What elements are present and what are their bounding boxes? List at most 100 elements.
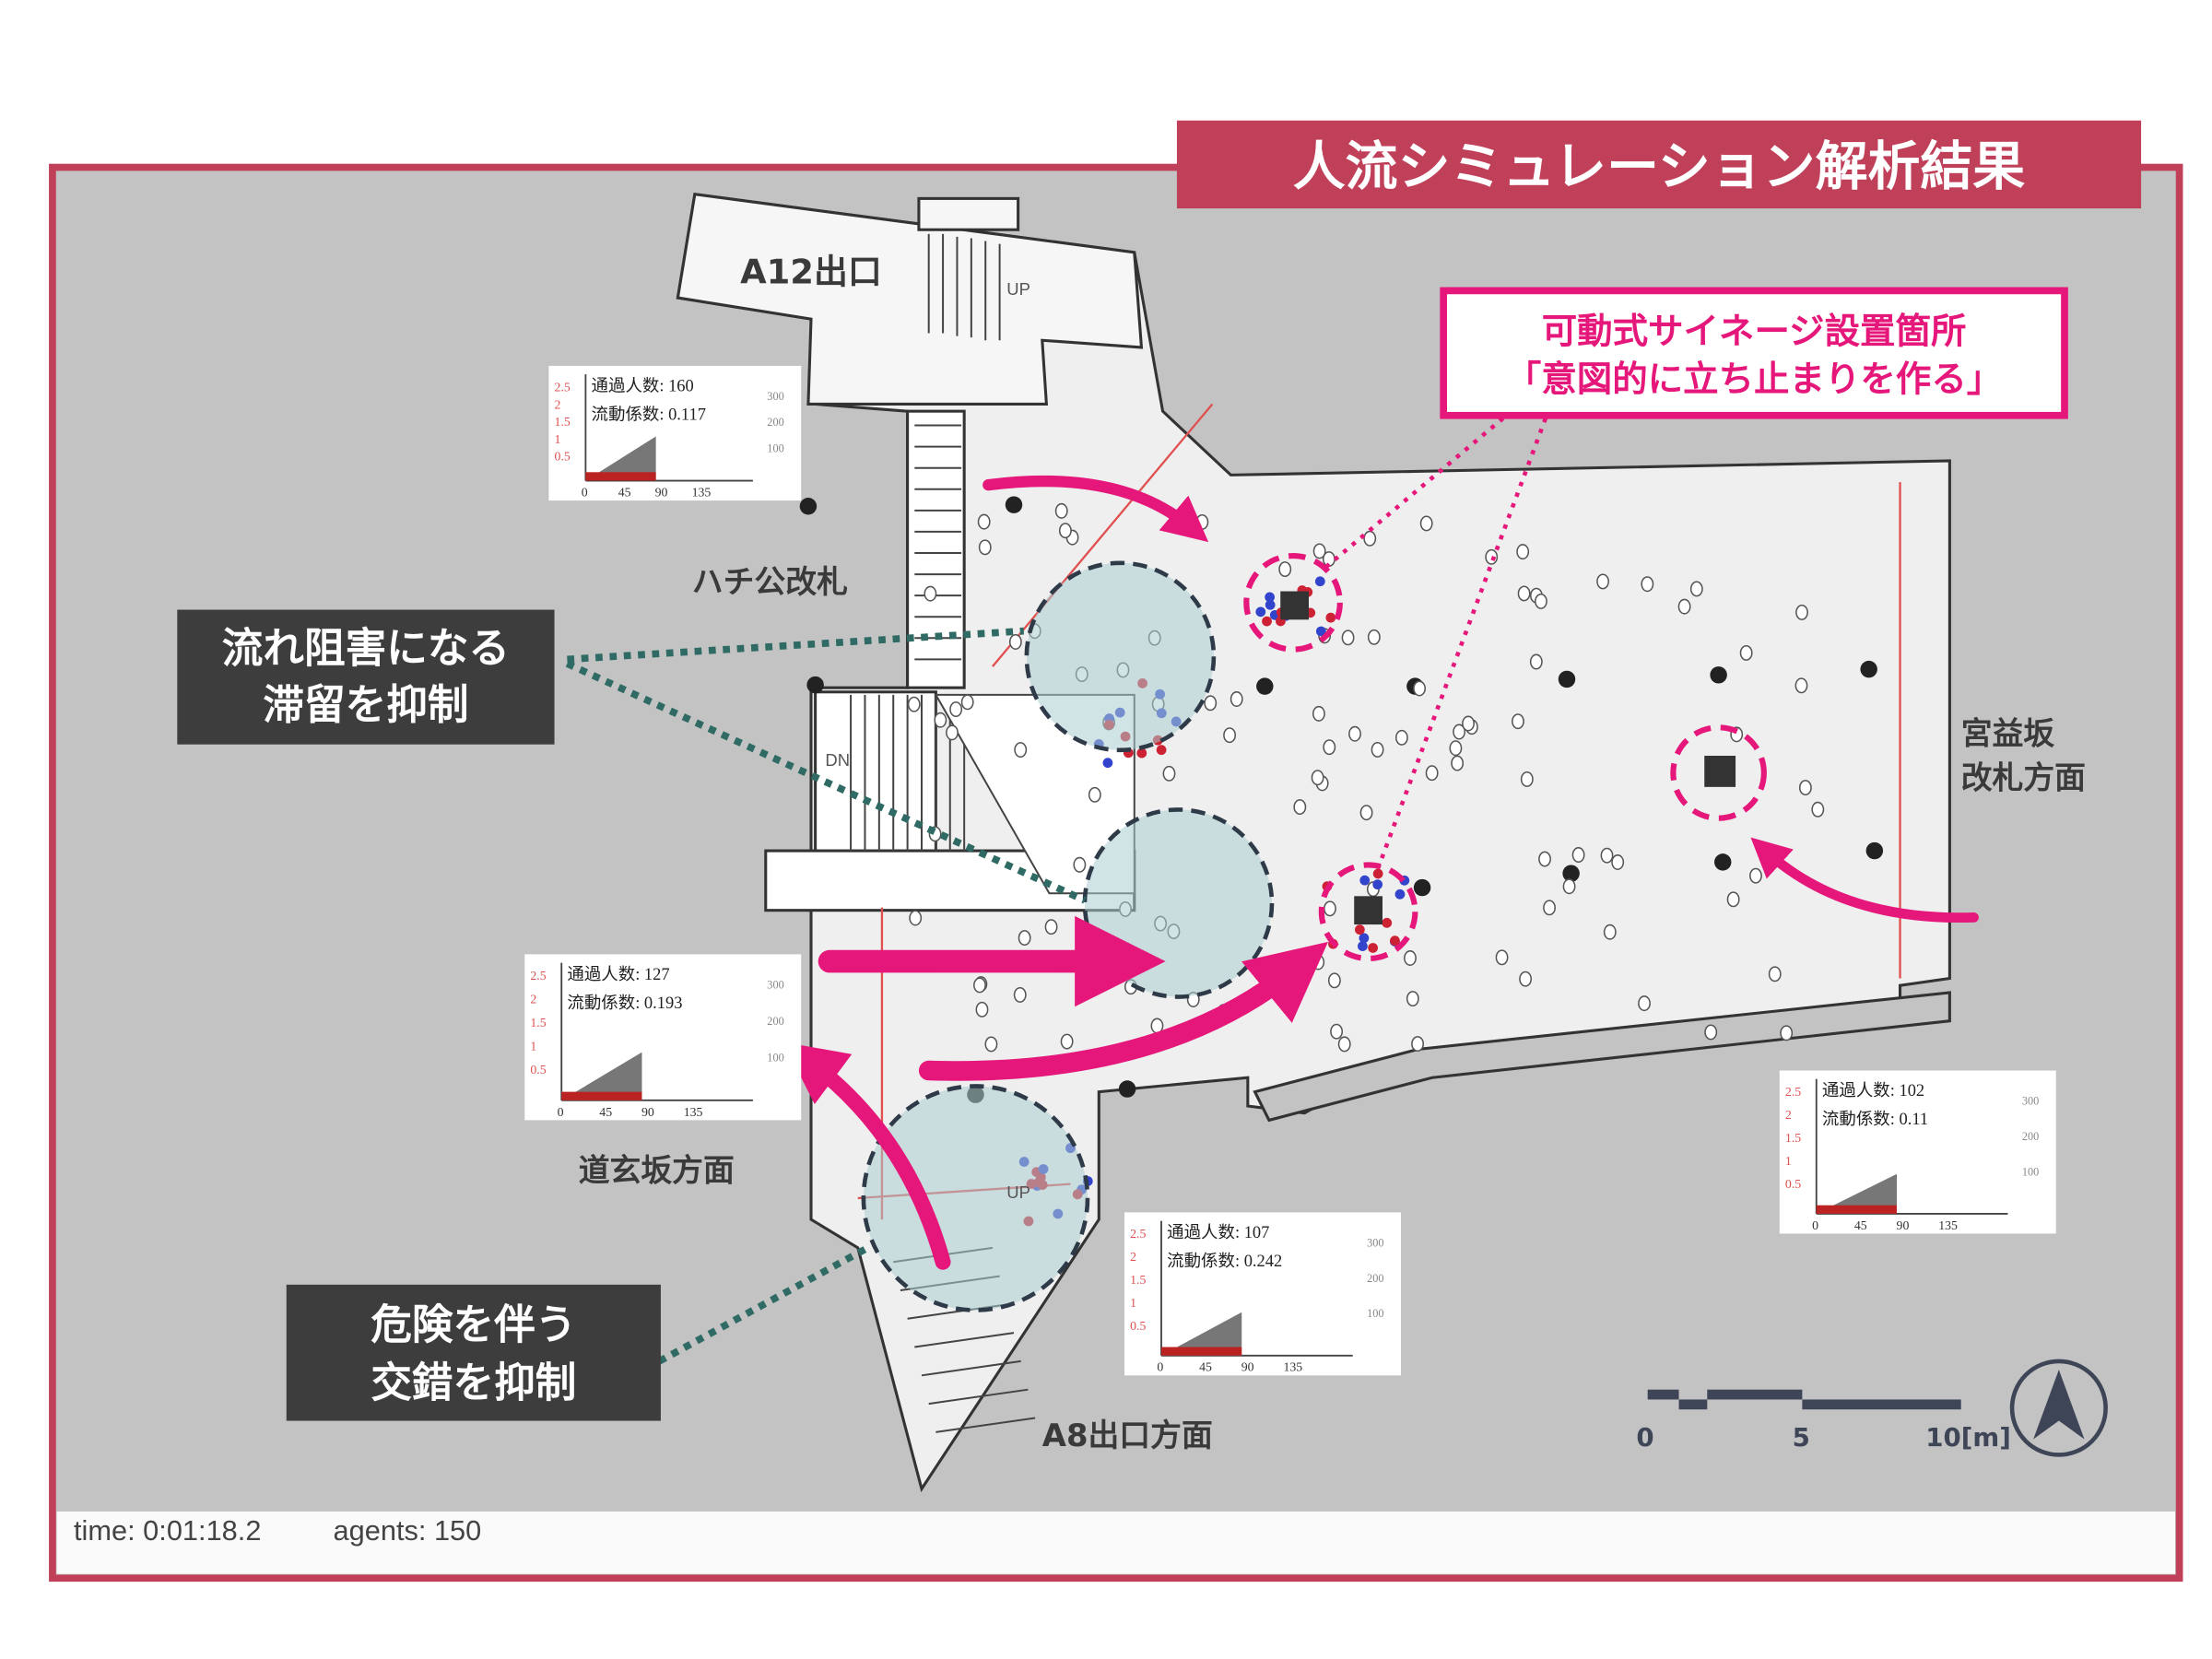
- agent: [1689, 581, 1703, 597]
- agent: [1278, 561, 1292, 578]
- mini-chart-x-tick: 135: [1283, 1360, 1302, 1374]
- agent: [1543, 900, 1556, 916]
- title-banner: 人流シミュレーション解析結果: [1176, 120, 2142, 209]
- callout-text: 流れ阻害になる: [222, 624, 510, 672]
- scale-tick: 10[m]: [1925, 1422, 2011, 1453]
- agent: [1798, 780, 1812, 796]
- pillar: [1256, 677, 1274, 695]
- mini-chart-area: [561, 1052, 642, 1100]
- place-label-a12: A12出口: [740, 253, 882, 292]
- mini-chart-x-tick: 45: [1199, 1360, 1212, 1374]
- mini-chart-x-tick: 135: [692, 485, 712, 499]
- scale-bar: 0 5 10[m]: [1636, 1389, 2011, 1453]
- agent: [934, 712, 947, 728]
- agent-waiting: [1359, 875, 1371, 886]
- flow-coefficient: 流動係数: 0.11: [1822, 1110, 1928, 1128]
- agent-waiting: [1325, 612, 1336, 623]
- pillar: [1865, 841, 1884, 860]
- agent: [1060, 1033, 1074, 1050]
- agent: [1406, 991, 1419, 1007]
- mini-chart-right-tick: 100: [2022, 1165, 2039, 1178]
- signage-block: [1704, 756, 1736, 787]
- agent: [1739, 644, 1753, 661]
- mini-chart-y-tick: 0.5: [1130, 1319, 1146, 1333]
- agent: [1312, 954, 1325, 971]
- mini-chart-red-series: [1816, 1205, 1897, 1214]
- mini-chart-x-tick: 90: [1897, 1218, 1910, 1232]
- pillar: [799, 498, 818, 515]
- agent-waiting: [1102, 758, 1113, 769]
- agent: [1704, 1024, 1718, 1041]
- flow-arrow: [918, 941, 1328, 1081]
- mini-chart-right-tick: 200: [767, 416, 783, 429]
- signage-circles: [1243, 553, 1767, 962]
- agent: [1337, 1036, 1351, 1053]
- mini-chart-y-tick: 1.5: [1130, 1273, 1146, 1287]
- pillar: [1860, 660, 1877, 678]
- mini-chart-x-tick: 45: [599, 1105, 612, 1119]
- mini-chart-y-tick: 1: [530, 1040, 536, 1053]
- passers-count: 通過人数: 107: [1167, 1223, 1269, 1241]
- agent-waiting: [1368, 943, 1379, 953]
- agent: [1495, 949, 1509, 966]
- mini-chart-y-tick: 1.5: [1785, 1131, 1801, 1145]
- mini-chart-red-series: [585, 472, 656, 481]
- mini-chart-y-tick: 0.5: [1785, 1177, 1801, 1191]
- mini-chart-y-tick: 2.5: [1785, 1085, 1801, 1099]
- place-label-miyamasu: 改札方面: [1961, 759, 2086, 795]
- agent-waiting: [1265, 592, 1276, 603]
- agent: [1780, 1025, 1794, 1041]
- place-label-dogenzaka: 道玄坂方面: [579, 1153, 735, 1189]
- agent: [1394, 729, 1408, 746]
- signage-callout-line2: 「意図的に立ち止まりを作る」: [1506, 359, 2002, 401]
- mini-chart-y-tick: 1.5: [530, 1016, 546, 1030]
- agent: [1293, 799, 1307, 816]
- agent-waiting: [1372, 868, 1383, 879]
- place-label-hachiko: ハチ公改札: [692, 564, 848, 600]
- agent: [1768, 966, 1782, 982]
- agent-waiting: [1394, 888, 1406, 900]
- agent-waiting: [1136, 747, 1147, 759]
- passers-count: 通過人数: 102: [1822, 1081, 1924, 1100]
- agent: [1517, 585, 1531, 602]
- agent: [1449, 740, 1463, 757]
- agents-readout: agents: 150: [334, 1514, 482, 1547]
- status-bar: [56, 1512, 2175, 1574]
- mini-chart-y-tick: 2.5: [530, 969, 546, 982]
- passers-count: 通過人数: 160: [592, 377, 694, 395]
- callout-text: 滞留を抑制: [263, 681, 468, 729]
- up-label: UP: [1006, 1182, 1030, 1202]
- agent: [1596, 573, 1609, 590]
- signage-callout: 可動式サイネージ設置箇所 「意図的に立ち止まりを作る」: [1440, 287, 2068, 419]
- mini-chart-y-tick: 2.5: [555, 381, 571, 394]
- agent: [946, 724, 959, 741]
- place-label-a8: A8出口方面: [1042, 1418, 1213, 1453]
- mini-chart-y-tick: 2: [1785, 1108, 1792, 1122]
- signage-connectors: [1324, 417, 1548, 869]
- agent: [973, 977, 986, 994]
- agent: [1677, 598, 1691, 615]
- callout-flow-obstruction: 流れ阻害になる 滞留を抑制: [177, 609, 555, 745]
- flow-coefficient: 流動係数: 0.117: [592, 405, 706, 423]
- agent: [1371, 741, 1384, 758]
- mini-chart-x-tick: 90: [655, 485, 668, 499]
- agent: [977, 513, 991, 530]
- agent: [1516, 544, 1530, 560]
- agent: [949, 701, 963, 718]
- mini-chart-x-tick: 90: [1241, 1360, 1254, 1374]
- callout-dangerous-crossing: 危険を伴う 交錯を抑制: [286, 1284, 661, 1421]
- agent: [1311, 770, 1324, 786]
- mini-chart-right-tick: 100: [767, 1051, 783, 1064]
- agent-waiting: [1359, 933, 1370, 944]
- agent: [1600, 847, 1614, 864]
- agent: [1411, 1036, 1425, 1053]
- agent-waiting: [1358, 941, 1368, 952]
- agent: [1230, 691, 1243, 707]
- flow-coefficient: 流動係数: 0.193: [567, 994, 682, 1012]
- signage-block: [1280, 591, 1309, 620]
- pillar: [1413, 878, 1431, 897]
